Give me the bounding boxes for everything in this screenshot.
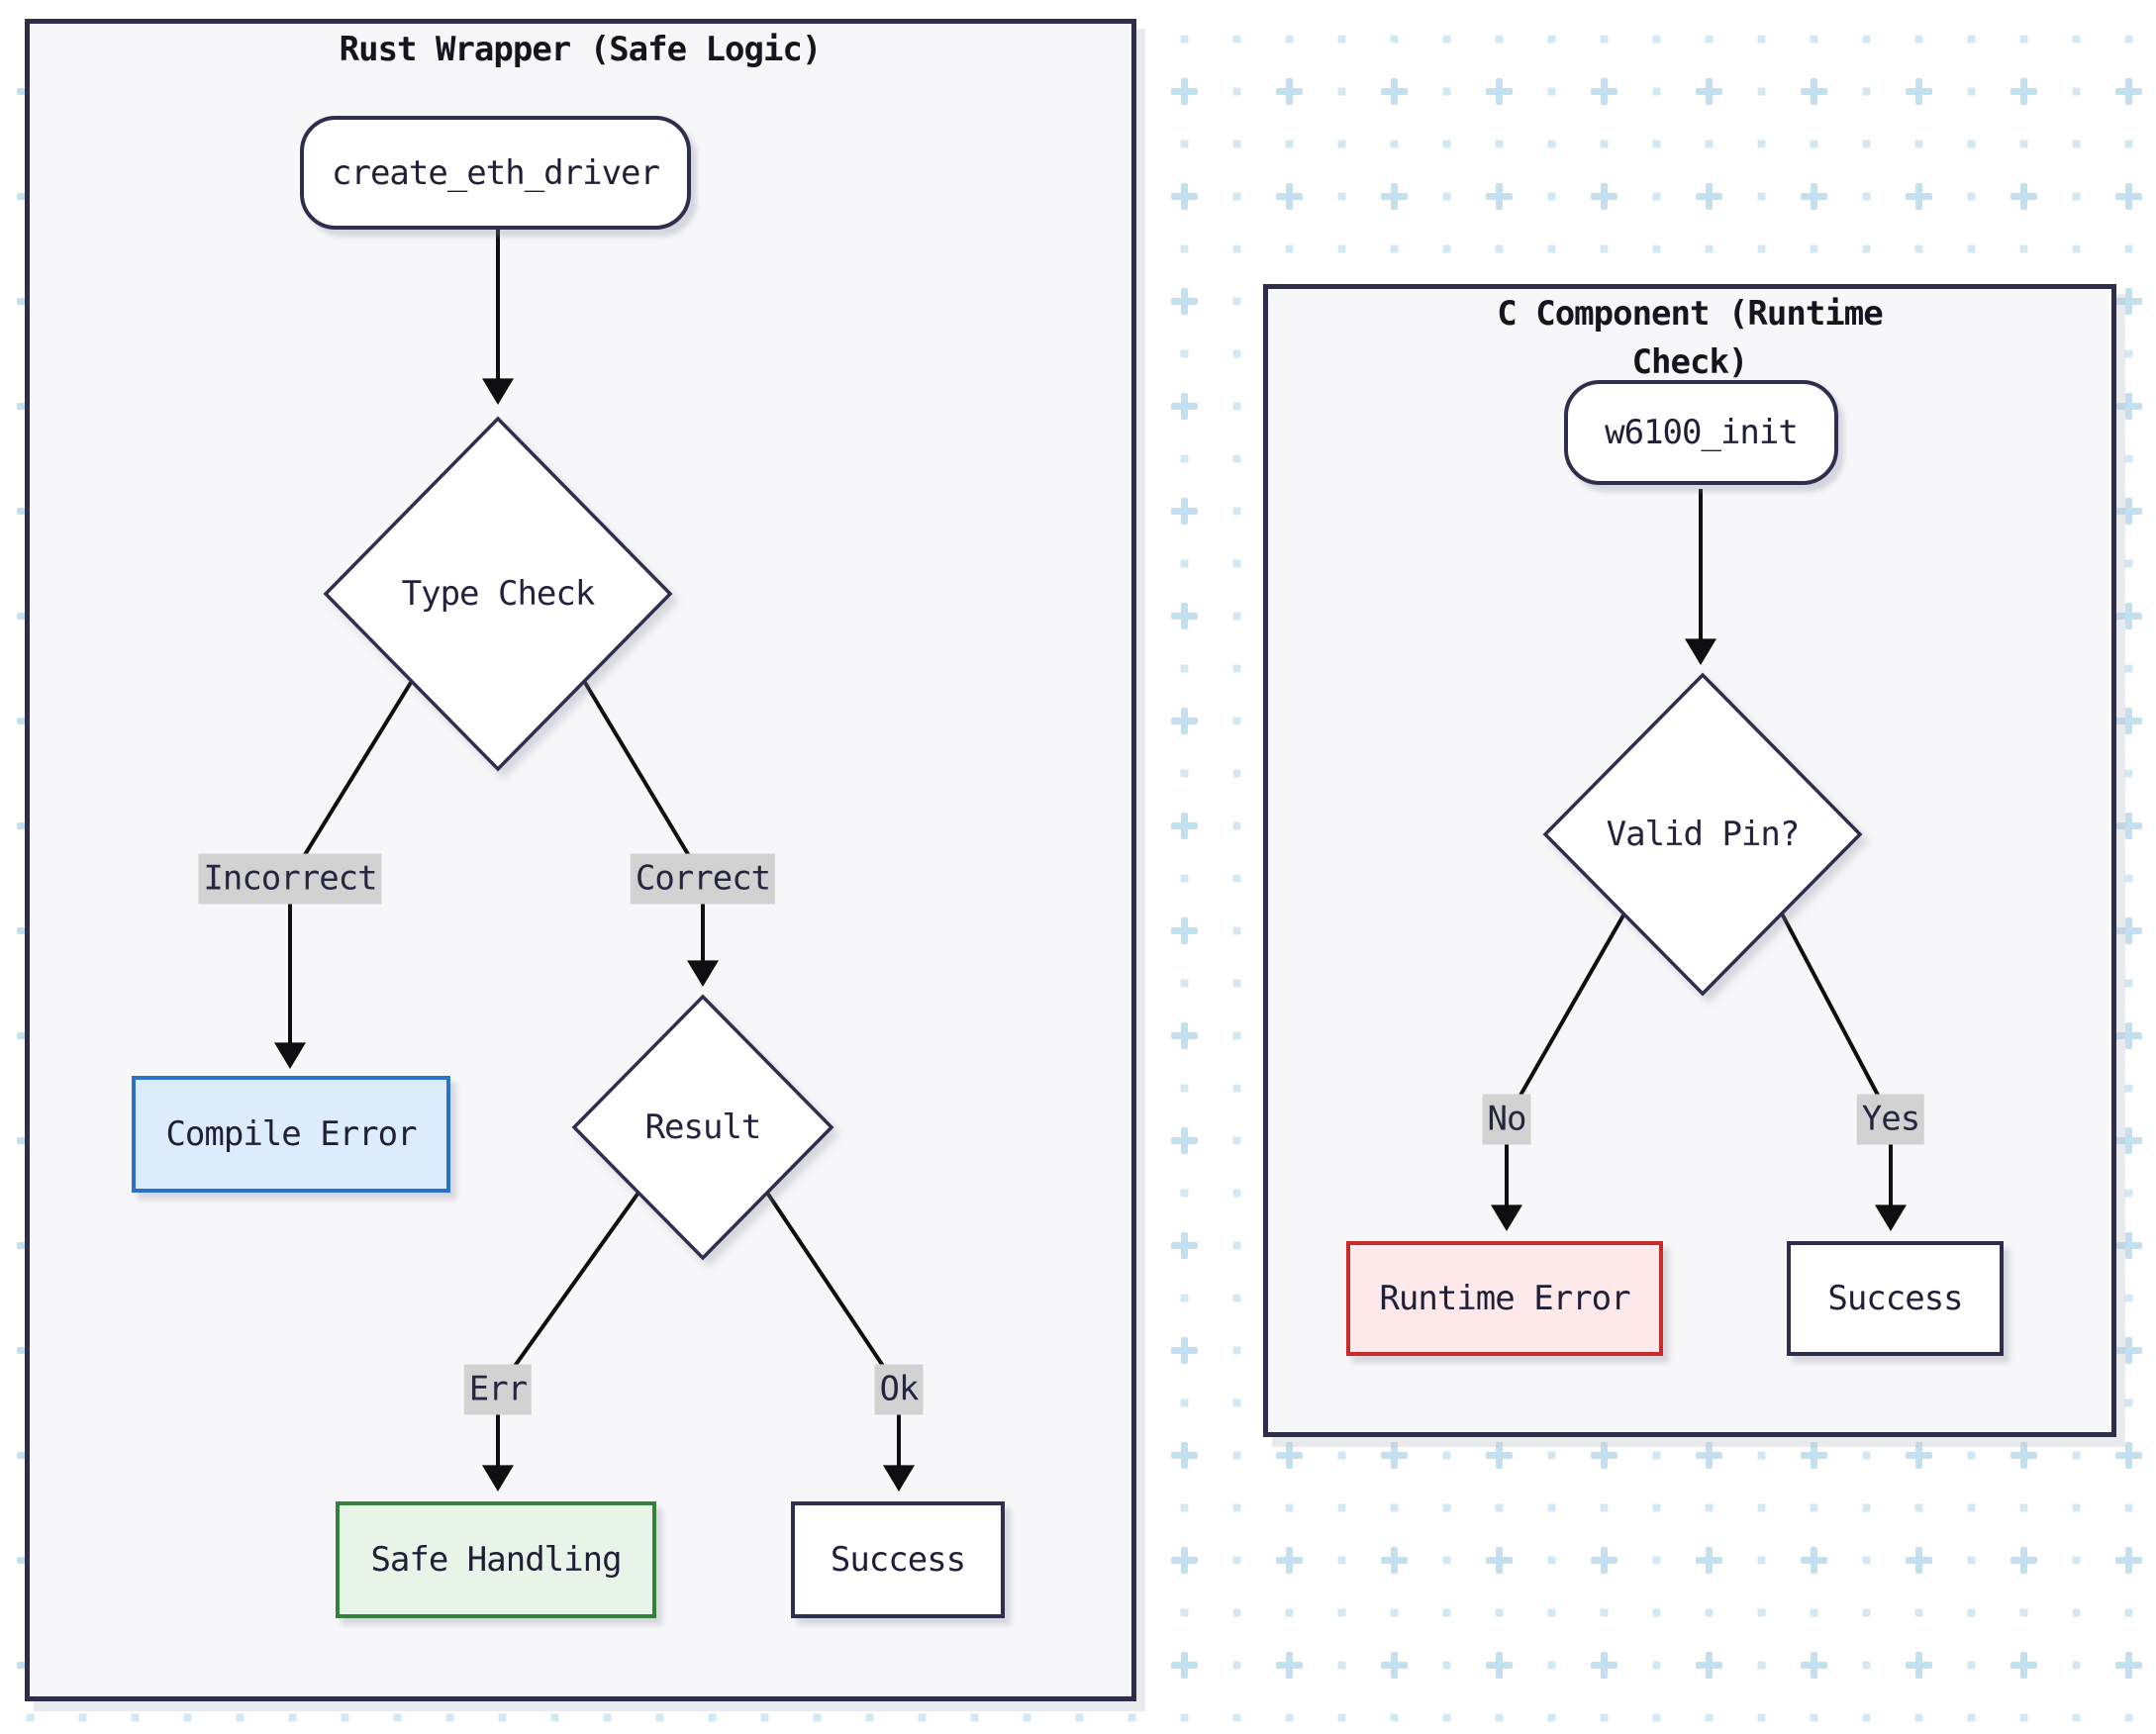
edge-label-err: Err	[463, 1364, 533, 1415]
node-success-right: Success	[1787, 1241, 2004, 1356]
valid-pin-diamond	[1542, 672, 1863, 997]
result-diamond	[571, 994, 834, 1261]
node-create-eth-driver: create_eth_driver	[300, 116, 691, 230]
edge-result-err-to-safe-handling	[482, 1191, 640, 1493]
edge-result-ok-to-success	[765, 1191, 915, 1493]
node-safe-handling: Safe Handling	[336, 1501, 656, 1618]
edge-typecheck-correct-to-result	[582, 679, 719, 987]
type-check-diamond	[323, 416, 673, 772]
edge-validpin-no-to-runtime-error	[1491, 913, 1626, 1232]
edge-validpin-yes-to-success	[1780, 913, 1907, 1232]
edge-label-incorrect: Incorrect	[198, 853, 382, 905]
node-w6100-init: w6100_init	[1564, 380, 1838, 485]
node-type-check-label: Type Check	[401, 574, 596, 614]
node-result-label: Result	[644, 1108, 762, 1147]
edge-label-correct: Correct	[630, 853, 776, 905]
right-panel-title: C Component (Runtime Check)	[1497, 294, 1883, 383]
node-compile-error: Compile Error	[132, 1076, 450, 1193]
node-success-left: Success	[791, 1501, 1005, 1618]
node-runtime-error: Runtime Error	[1346, 1241, 1663, 1356]
edge-label-yes: Yes	[1856, 1094, 1925, 1145]
node-valid-pin-label: Valid Pin?	[1606, 815, 1801, 854]
edge-label-ok: Ok	[874, 1364, 924, 1415]
left-panel-title: Rust Wrapper (Safe Logic)	[339, 30, 823, 69]
edge-label-no: No	[1482, 1094, 1531, 1145]
